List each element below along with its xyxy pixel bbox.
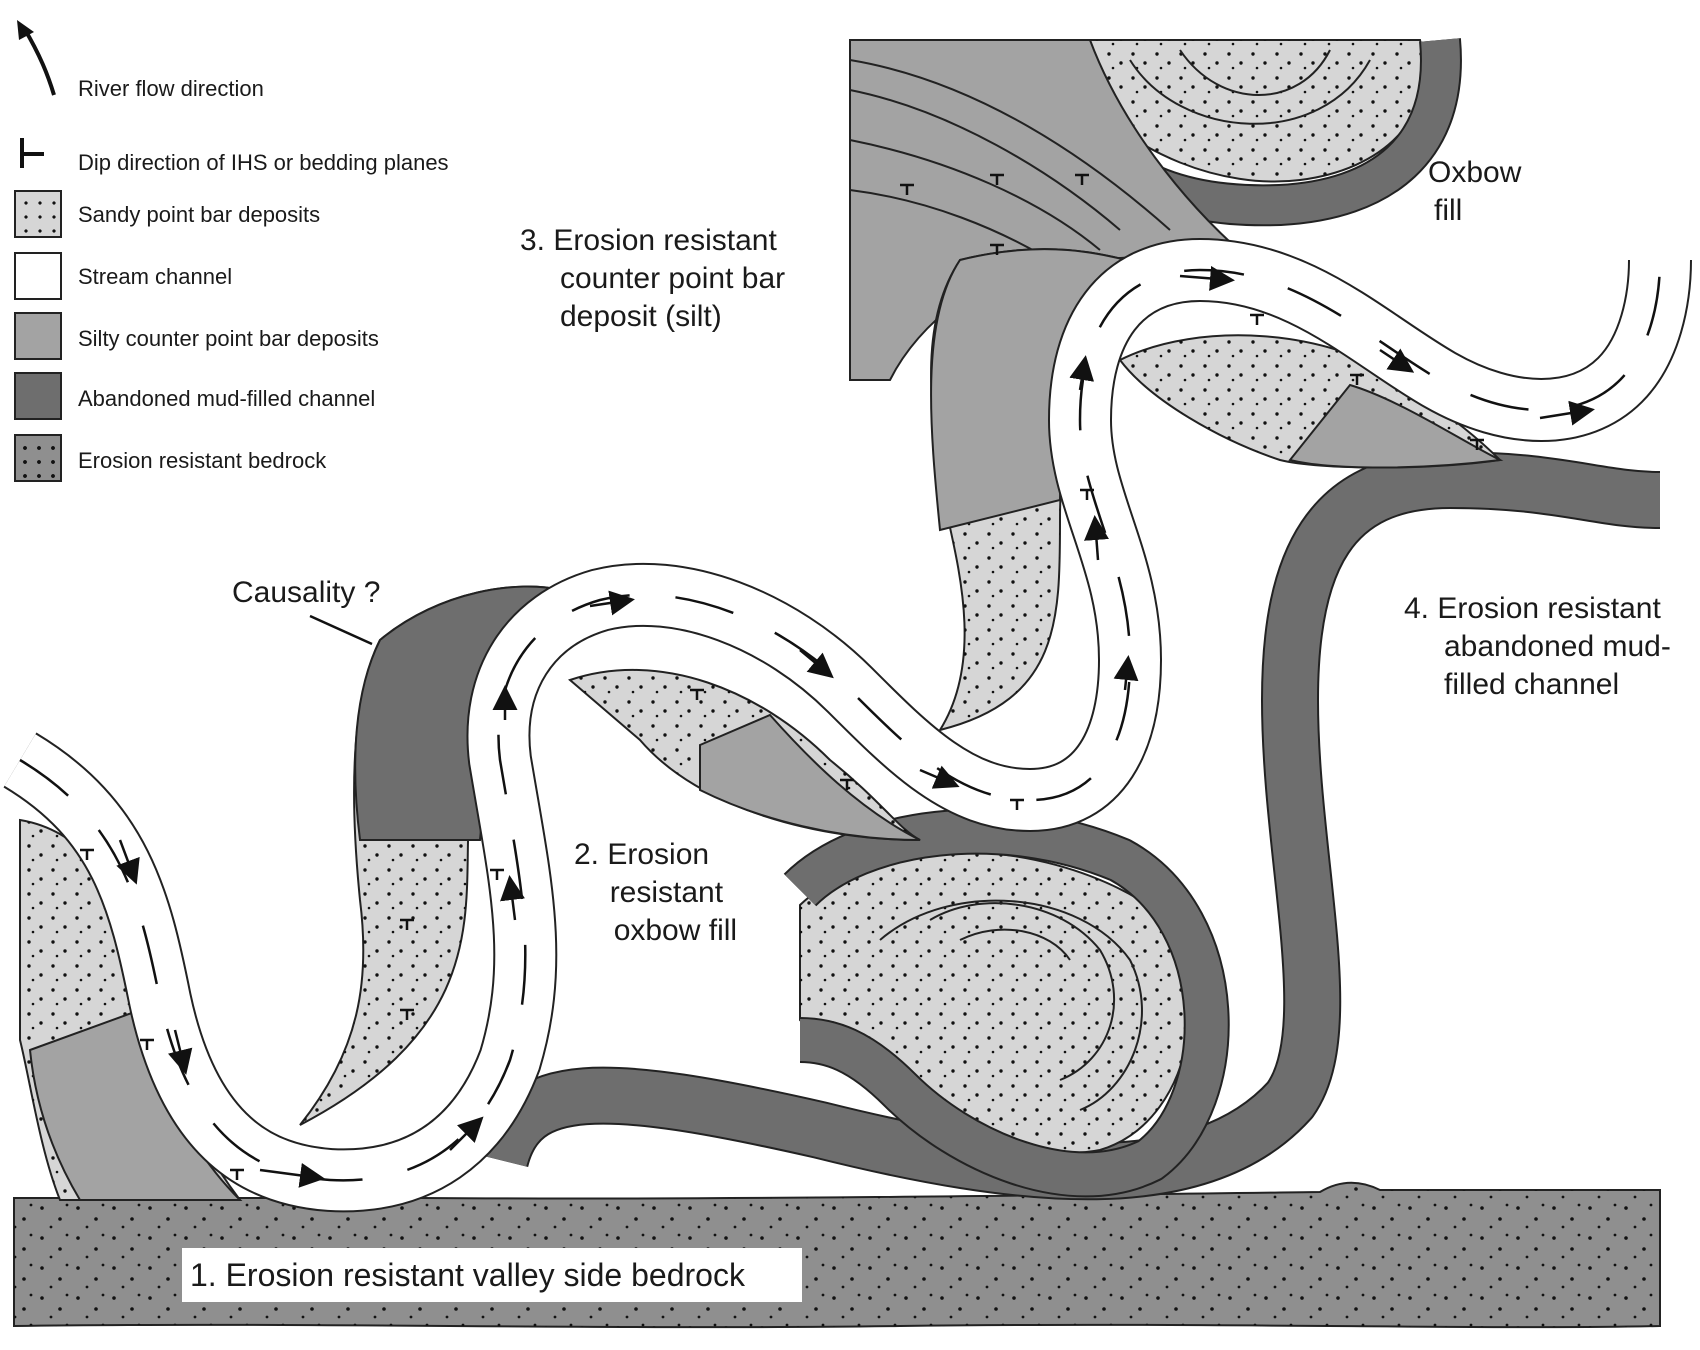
causality-pointer xyxy=(309,614,373,646)
annotation-oxbow-line-1: Oxbow xyxy=(1428,156,1522,189)
legend-label-silty: Silty counter point bar deposits xyxy=(78,326,379,351)
oxbow-fill-2 xyxy=(783,808,1230,1198)
annotation-4-line-1: 4. Erosion resistant xyxy=(1404,592,1661,625)
annotation-2-line-1: 2. Erosion xyxy=(574,838,710,871)
legend-label-channel: Stream channel xyxy=(78,264,233,289)
annotation-oxbow-fill: Oxbow fill xyxy=(1428,154,1521,230)
stream-channel xyxy=(3,237,1692,1213)
point-bar-upper-right xyxy=(1118,334,1504,469)
annotation-label-4: 4. Erosion resistant abandoned mud- fill… xyxy=(1404,590,1671,704)
legend-label-sandy: Sandy point bar deposits xyxy=(78,202,321,227)
abandoned-channel-4 xyxy=(471,450,1661,1201)
channel-swatch xyxy=(14,252,62,300)
dip-symbol-icon xyxy=(20,138,44,168)
annotation-2-line-3: oxbow fill xyxy=(613,914,738,947)
legend: River flow direction Dip direction of IH… xyxy=(12,20,532,510)
annotation-3-line-2: counter point bar xyxy=(560,262,786,295)
annotation-causality: Causality ? xyxy=(232,576,381,609)
annotation-label-2: 2. Erosion resistant oxbow fill xyxy=(574,836,737,950)
legend-label-mud: Abandoned mud-filled channel xyxy=(78,386,376,411)
dip-symbols xyxy=(80,173,1484,1180)
sandy-swatch xyxy=(14,190,62,238)
legend-label-flow: River flow direction xyxy=(78,76,264,101)
annotation-3-line-3: deposit (silt) xyxy=(560,300,722,333)
annotation-3-line-1: 3. Erosion resistant xyxy=(520,224,777,257)
legend-row-flow: River flow direction xyxy=(12,20,532,101)
flow-arrows xyxy=(116,265,1595,1188)
legend-label-dip: Dip direction of IHS or bedding planes xyxy=(78,150,449,175)
point-bar-mid xyxy=(568,668,921,841)
annotation-4-line-3: filled channel xyxy=(1444,668,1620,701)
point-bar-right xyxy=(930,248,1163,732)
legend-label-bedrock: Erosion resistant bedrock xyxy=(78,448,327,473)
annotation-4-line-2: abandoned mud- xyxy=(1444,630,1671,663)
annotation-oxbow-line-2: fill xyxy=(1434,194,1463,227)
annotation-2-line-2: resistant xyxy=(609,876,724,909)
mud-swatch xyxy=(14,372,62,420)
bedrock-swatch xyxy=(14,434,62,482)
annotation-label-3: 3. Erosion resistant counter point bar d… xyxy=(520,222,785,336)
annotation-label-1: 1. Erosion resistant valley side bedrock xyxy=(182,1248,802,1302)
flow-arrow-icon xyxy=(17,20,56,96)
silty-swatch xyxy=(14,312,62,360)
